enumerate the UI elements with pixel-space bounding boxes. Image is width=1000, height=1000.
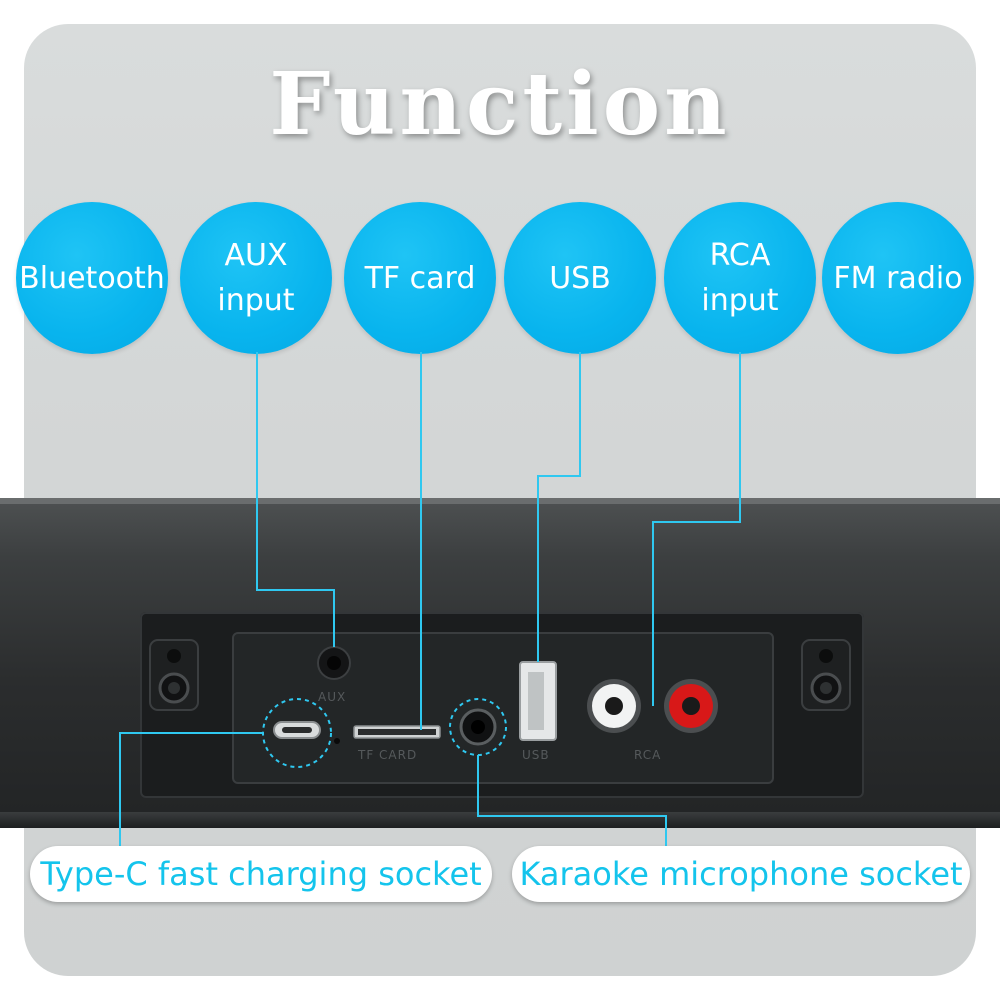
feature-fm-radio: FM radio [822,202,974,354]
usb-port-label: USB [522,748,550,762]
aux-connector-line [256,352,335,647]
aux-port-label: AUX [318,690,347,704]
feature-aux-input: AUX input [180,202,332,354]
aux-jack-icon [317,646,351,680]
soundbar-bottom-edge [0,812,1000,828]
rca-white-jack-icon [587,679,641,733]
type-c-callout: Type-C fast charging socket [30,846,492,902]
soundbar-top-edge [0,498,1000,504]
usb-port-icon [519,661,557,741]
karaoke-callout: Karaoke microphone socket [512,846,970,902]
feature-tf-card: TF card [344,202,496,354]
right-mount-screw-icon [801,639,851,711]
microphone-jack-icon [459,708,497,746]
connector-lines [119,352,741,848]
feature-usb: USB [504,202,656,354]
tf-card-slot-icon [353,725,441,739]
page-title: Function [269,54,731,155]
usb-connector-line [537,352,581,662]
microphone-connector-line [477,755,667,848]
feature-bluetooth: Bluetooth [16,202,168,354]
feature-rca-input: RCA input [664,202,816,354]
type-c-connector-line [119,732,263,848]
rca-connector-line [652,352,741,706]
rca-red-jack-icon [664,679,718,733]
type-c-port-icon [273,721,340,744]
tf-port-label: TF CARD [358,748,418,762]
rca-port-label: RCA [634,748,662,762]
left-mount-screw-icon [149,639,199,711]
